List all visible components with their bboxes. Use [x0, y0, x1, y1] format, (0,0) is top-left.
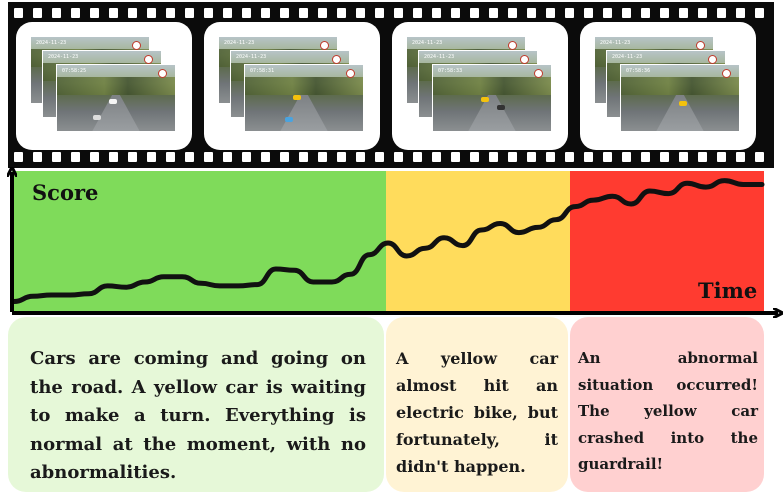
- sprocket-hole: [242, 8, 251, 18]
- sprocket-hole: [318, 152, 327, 162]
- video-frame-4[interactable]: 2024-11-23 2024-11-23 07:58:36: [580, 22, 756, 150]
- sprocket-hole: [52, 152, 61, 162]
- sprocket-hole: [280, 152, 289, 162]
- sprocket-hole: [736, 8, 745, 18]
- sprocket-hole: [223, 8, 232, 18]
- sprocket-hole: [375, 8, 384, 18]
- sprocket-hole: [299, 152, 308, 162]
- normal-description: Cars are coming and going on the road. A…: [8, 317, 384, 492]
- sprocket-hole: [508, 8, 517, 18]
- sprocket-hole: [261, 152, 270, 162]
- sprocket-hole: [660, 152, 669, 162]
- sprocket-hole: [33, 8, 42, 18]
- sprocket-hole: [451, 8, 460, 18]
- sprocket-hole: [109, 8, 118, 18]
- sprocket-hole: [109, 152, 118, 162]
- sprocket-hole: [204, 8, 213, 18]
- sprocket-hole: [413, 8, 422, 18]
- sprocket-hole: [489, 152, 498, 162]
- video-frame-1[interactable]: 2024-11-23 2024-11-23 07:58:25: [16, 22, 192, 150]
- sprocket-hole: [52, 8, 61, 18]
- sprocket-hole: [660, 8, 669, 18]
- sprocket-hole: [280, 8, 289, 18]
- sprocket-hole: [14, 152, 23, 162]
- sprocket-hole: [622, 152, 631, 162]
- sprocket-hole: [489, 8, 498, 18]
- near-miss-zone: [386, 171, 570, 311]
- sprocket-hole: [679, 152, 688, 162]
- sprocket-hole: [470, 8, 479, 18]
- sprocket-hole: [679, 8, 688, 18]
- sprocket-hole: [166, 8, 175, 18]
- sprocket-hole: [527, 152, 536, 162]
- sprocket-hole: [470, 152, 479, 162]
- sprocket-hole: [375, 152, 384, 162]
- sprocket-hole: [337, 8, 346, 18]
- sprocket-hole: [166, 152, 175, 162]
- sprocket-hole: [223, 152, 232, 162]
- sprocket-hole: [546, 152, 555, 162]
- sprocket-hole: [90, 152, 99, 162]
- sprocket-hole: [432, 152, 441, 162]
- sprocket-hole: [565, 8, 574, 18]
- sprocket-hole: [603, 8, 612, 18]
- film-sprocket-holes-bottom: [8, 150, 774, 164]
- sprocket-hole: [14, 8, 23, 18]
- sprocket-hole: [432, 8, 441, 18]
- sprocket-hole: [641, 8, 650, 18]
- sprocket-hole: [584, 8, 593, 18]
- near-miss-description: A yellow car almost hit an electric bike…: [386, 317, 568, 492]
- sprocket-hole: [128, 8, 137, 18]
- sprocket-hole: [622, 8, 631, 18]
- sprocket-hole: [603, 152, 612, 162]
- sprocket-hole: [128, 152, 137, 162]
- x-axis-label: Time: [698, 278, 758, 303]
- sprocket-hole: [736, 152, 745, 162]
- video-thumbnail: 07:58:25: [56, 64, 176, 132]
- sprocket-hole: [242, 152, 251, 162]
- video-frame-2[interactable]: 2024-11-23 2024-11-23 07:58:31: [204, 22, 380, 150]
- sprocket-hole: [356, 152, 365, 162]
- sprocket-hole: [337, 152, 346, 162]
- video-thumbnail: 07:58:33: [432, 64, 552, 132]
- sprocket-hole: [90, 8, 99, 18]
- sprocket-hole: [755, 152, 764, 162]
- sprocket-hole: [33, 152, 42, 162]
- sprocket-hole: [71, 152, 80, 162]
- film-strip: 2024-11-23 2024-11-23 07:58:25 2024-11-2…: [8, 2, 774, 168]
- sprocket-hole: [204, 152, 213, 162]
- sprocket-hole: [508, 152, 517, 162]
- sprocket-hole: [717, 8, 726, 18]
- film-sprocket-holes-top: [8, 6, 774, 20]
- video-thumbnail: 07:58:31: [244, 64, 364, 132]
- sprocket-hole: [527, 8, 536, 18]
- sprocket-hole: [185, 152, 194, 162]
- sprocket-hole: [698, 8, 707, 18]
- sprocket-hole: [698, 152, 707, 162]
- sprocket-hole: [546, 8, 555, 18]
- sprocket-hole: [413, 152, 422, 162]
- sprocket-hole: [318, 8, 327, 18]
- sprocket-hole: [451, 152, 460, 162]
- sprocket-hole: [185, 8, 194, 18]
- sprocket-hole: [147, 152, 156, 162]
- sprocket-hole: [755, 8, 764, 18]
- sprocket-hole: [147, 8, 156, 18]
- sprocket-hole: [71, 8, 80, 18]
- sprocket-hole: [299, 8, 308, 18]
- sprocket-hole: [261, 8, 270, 18]
- video-frame-3[interactable]: 2024-11-23 2024-11-23 07:58:33: [392, 22, 568, 150]
- video-thumbnail: 07:58:36: [620, 64, 740, 132]
- sprocket-hole: [394, 152, 403, 162]
- sprocket-hole: [356, 8, 365, 18]
- sprocket-hole: [394, 8, 403, 18]
- y-axis-label: Score: [32, 180, 99, 205]
- abnormal-description: An abnormal situation occurred! The yell…: [570, 317, 764, 492]
- sprocket-hole: [641, 152, 650, 162]
- sprocket-hole: [717, 152, 726, 162]
- sprocket-hole: [584, 152, 593, 162]
- sprocket-hole: [565, 152, 574, 162]
